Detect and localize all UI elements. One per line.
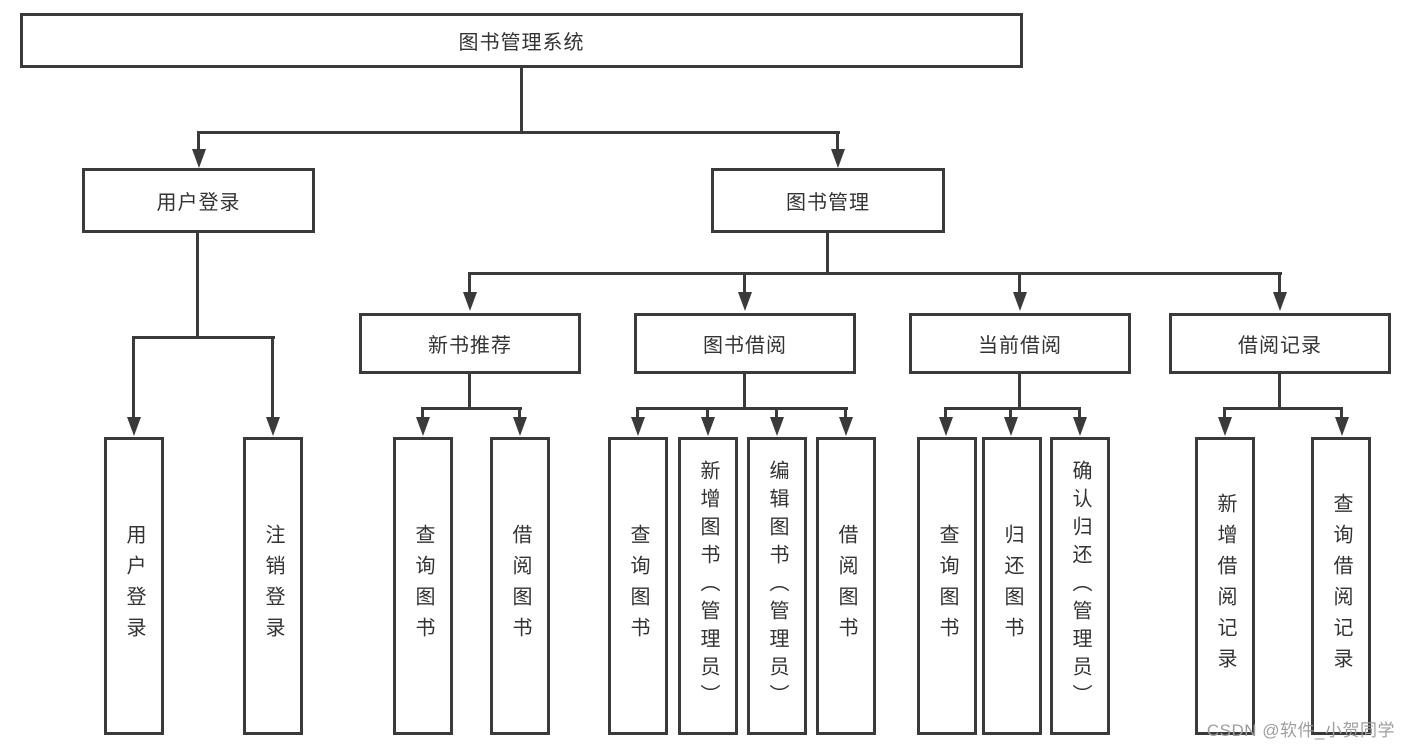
connector-line	[132, 336, 275, 339]
leaf-label: 归还图书	[1001, 524, 1023, 648]
leaf-label: 编辑图书（管理员）	[766, 460, 788, 712]
connector-line	[743, 374, 746, 407]
connector-line	[1223, 407, 1343, 410]
leaf-label: 确认归还（管理员）	[1069, 460, 1091, 712]
node-label: 借阅记录	[1238, 335, 1322, 357]
arrow-down-icon	[266, 417, 280, 436]
node-borrowing-records: 借阅记录	[1169, 313, 1391, 374]
leaf-borrow-books: 借阅图书	[816, 437, 876, 735]
leaf-logout: 注销登录	[243, 437, 303, 735]
connector-line	[520, 68, 523, 131]
leaf-label: 查询图书	[627, 524, 649, 648]
arrow-down-icon	[1013, 292, 1027, 311]
node-label: 图书借阅	[703, 335, 787, 357]
arrow-down-icon	[416, 417, 430, 436]
connector-line	[1009, 407, 1012, 419]
connector-line	[636, 407, 639, 419]
leaf-query-books-recommend: 查询图书	[393, 437, 453, 735]
node-label: 当前借阅	[978, 335, 1062, 357]
connector-line	[836, 131, 839, 151]
arrow-down-icon	[770, 417, 784, 436]
node-label: 新书推荐	[428, 335, 512, 357]
arrow-down-icon	[738, 292, 752, 311]
arrow-down-icon	[463, 292, 477, 311]
connector-line	[197, 131, 200, 151]
connector-line	[468, 272, 1282, 275]
connector-line	[1340, 407, 1343, 419]
node-label: 图书管理	[786, 192, 870, 214]
arrow-down-icon	[127, 417, 141, 436]
node-current-borrowing: 当前借阅	[909, 313, 1131, 374]
connector-line	[944, 407, 1081, 410]
connector-line	[468, 272, 471, 292]
connector-line	[743, 272, 746, 292]
leaf-borrow-books-recommend: 借阅图书	[490, 437, 550, 735]
arrow-down-icon	[839, 417, 853, 436]
connector-line	[944, 407, 947, 419]
leaf-user-login: 用户登录	[104, 437, 164, 735]
node-book-borrowing: 图书借阅	[634, 313, 856, 374]
connector-line	[844, 407, 847, 419]
leaf-return-books: 归还图书	[982, 437, 1042, 735]
arrow-down-icon	[1273, 292, 1287, 311]
leaf-label: 新增借阅记录	[1214, 493, 1236, 679]
arrow-down-icon	[1004, 417, 1018, 436]
arrow-down-icon	[1073, 417, 1087, 436]
connector-line	[271, 336, 274, 418]
connector-line	[1018, 272, 1021, 292]
arrow-down-icon	[939, 417, 953, 436]
connector-line	[132, 336, 135, 418]
leaf-add-books-admin: 新增图书（管理员）	[678, 437, 738, 735]
leaf-confirm-return-admin: 确认归还（管理员）	[1050, 437, 1110, 735]
csdn-watermark: CSDN @软件_小贺同学	[1206, 721, 1395, 740]
connector-line	[1278, 272, 1281, 292]
leaf-label: 用户登录	[123, 524, 145, 648]
arrow-down-icon	[701, 417, 715, 436]
arrow-down-icon	[631, 417, 645, 436]
leaf-label: 新增图书（管理员）	[697, 460, 719, 712]
connector-line	[196, 233, 199, 336]
arrow-down-icon	[1335, 417, 1349, 436]
connector-line	[197, 131, 840, 134]
arrow-down-icon	[831, 149, 845, 168]
node-label: 图书管理系统	[458, 32, 585, 54]
connector-line	[1018, 374, 1021, 407]
arrow-down-icon	[513, 417, 527, 436]
leaf-label: 查询图书	[936, 524, 958, 648]
leaf-query-books-current: 查询图书	[917, 437, 977, 735]
connector-line	[421, 407, 424, 419]
connector-line	[468, 374, 471, 407]
connector-line	[1278, 374, 1281, 407]
connector-line	[1223, 407, 1226, 419]
node-user-login: 用户登录	[82, 168, 315, 233]
node-new-book-recommend: 新书推荐	[359, 313, 581, 374]
connector-line	[1078, 407, 1081, 419]
connector-line	[826, 233, 829, 272]
leaf-add-borrow-record: 新增借阅记录	[1195, 437, 1255, 735]
arrow-down-icon	[1218, 417, 1232, 436]
leaf-label: 查询图书	[412, 524, 434, 648]
connector-line	[421, 407, 522, 410]
connector-line	[706, 407, 709, 419]
connector-line	[518, 407, 521, 419]
node-label: 用户登录	[156, 192, 241, 214]
node-library-management-system: 图书管理系统	[20, 13, 1023, 68]
leaf-label: 借阅图书	[509, 524, 531, 648]
leaf-label: 借阅图书	[835, 524, 857, 648]
leaf-query-books-borrowing: 查询图书	[608, 437, 668, 735]
arrow-down-icon	[192, 149, 206, 168]
connector-line	[636, 407, 848, 410]
leaf-label: 注销登录	[262, 524, 284, 648]
leaf-label: 查询借阅记录	[1330, 493, 1352, 679]
connector-line	[775, 407, 778, 419]
leaf-query-borrow-record: 查询借阅记录	[1311, 437, 1371, 735]
leaf-edit-books-admin: 编辑图书（管理员）	[747, 437, 807, 735]
node-book-management: 图书管理	[711, 168, 945, 233]
